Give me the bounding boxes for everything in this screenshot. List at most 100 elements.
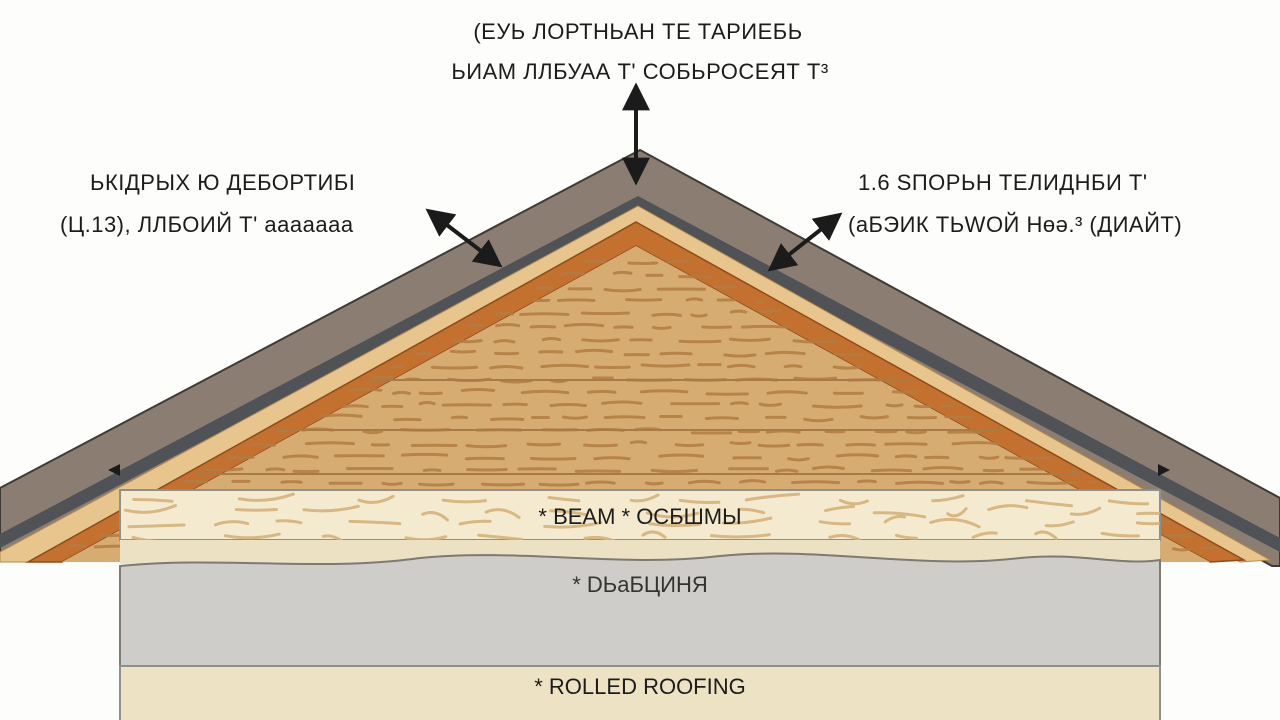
beam-grain-stroke xyxy=(275,519,303,525)
layer-decking-label: * DЬаБЦИНЯ xyxy=(572,572,708,597)
grain-stroke xyxy=(60,366,95,371)
grain-stroke xyxy=(109,391,153,396)
grain-stroke xyxy=(1111,337,1143,342)
grain-stroke xyxy=(1164,326,1204,331)
grain-stroke xyxy=(489,365,524,370)
grain-stroke xyxy=(280,480,303,484)
beam-grain-stroke xyxy=(1044,520,1075,528)
grain-stroke xyxy=(974,314,1002,318)
grain-stroke xyxy=(583,443,618,448)
grain-stroke xyxy=(758,402,783,407)
beam-grain-stroke xyxy=(818,520,852,526)
grain-stroke xyxy=(625,298,663,302)
grain-stroke xyxy=(1133,310,1181,315)
beam-grain-stroke xyxy=(213,520,250,527)
grain-stroke xyxy=(160,259,192,264)
grain-stroke xyxy=(729,337,771,342)
grain-stroke xyxy=(401,452,449,457)
grain-stroke xyxy=(580,311,630,316)
grain-stroke xyxy=(640,363,691,368)
beam-grain-stroke xyxy=(234,508,278,512)
grain-stroke xyxy=(418,391,443,396)
grain-stroke xyxy=(922,466,964,471)
grain-stroke xyxy=(727,363,756,369)
grain-stroke xyxy=(1203,313,1231,317)
beam-grain-stroke xyxy=(132,498,174,503)
grain-stroke xyxy=(1000,339,1042,344)
grain-stroke xyxy=(341,404,369,409)
grain-stroke xyxy=(811,465,845,470)
grain-stroke xyxy=(450,415,468,420)
grain-stroke xyxy=(129,338,150,343)
grain-stroke xyxy=(466,468,508,472)
grain-stroke xyxy=(110,362,130,368)
layer-decking xyxy=(119,552,1161,667)
grain-stroke xyxy=(213,259,233,264)
beam-grain-stroke xyxy=(321,534,343,540)
beam-grain-stroke xyxy=(1107,499,1150,506)
grain-stroke xyxy=(729,441,752,446)
grain-stroke xyxy=(494,351,520,356)
grain-stroke xyxy=(860,260,886,265)
grain-stroke xyxy=(832,365,863,370)
grain-stroke xyxy=(294,296,333,301)
grain-stroke xyxy=(651,312,682,317)
grain-stroke xyxy=(1028,350,1060,355)
grain-stroke xyxy=(187,273,213,278)
grain-stroke xyxy=(549,402,587,408)
grain-stroke xyxy=(905,430,927,435)
beam-grain-stroke xyxy=(484,508,521,519)
grain-stroke xyxy=(1097,365,1141,370)
grain-stroke xyxy=(1199,299,1221,304)
grain-stroke xyxy=(430,365,479,370)
beam-grain-stroke xyxy=(1136,511,1160,516)
grain-stroke xyxy=(53,258,90,262)
grain-stroke xyxy=(481,482,526,487)
grain-stroke xyxy=(1219,428,1240,434)
grain-stroke xyxy=(105,258,140,263)
layer-beam-label: * BEAM * ОСБШМЫ xyxy=(538,504,742,529)
grain-stroke xyxy=(787,457,810,462)
grain-stroke xyxy=(1100,286,1123,291)
beam-grain-stroke xyxy=(838,498,869,506)
grain-stroke xyxy=(766,390,808,395)
beam-grain-stroke xyxy=(1069,506,1102,516)
grain-stroke xyxy=(357,272,383,277)
grain-stroke xyxy=(104,310,141,315)
grain-stroke xyxy=(362,429,384,435)
beam-grain-stroke xyxy=(131,535,159,540)
grain-stroke xyxy=(460,388,496,392)
grain-stroke xyxy=(603,415,646,420)
beam-grain-stroke xyxy=(1135,521,1160,526)
grain-stroke xyxy=(659,351,693,356)
grain-stroke xyxy=(845,442,876,447)
grain-stroke xyxy=(348,387,383,392)
beam-grain-stroke xyxy=(223,532,281,540)
grain-stroke xyxy=(282,454,319,459)
grain-stroke xyxy=(1147,286,1196,291)
grain-stroke xyxy=(774,468,799,473)
grain-stroke xyxy=(951,441,1002,446)
grain-stroke xyxy=(897,261,941,267)
grain-stroke xyxy=(1063,261,1094,265)
grain-stroke xyxy=(1223,374,1240,379)
layer-rolled-roofing-label: * ROLLED ROOFING xyxy=(534,674,746,699)
grain-stroke xyxy=(305,441,355,446)
grain-stroke xyxy=(316,272,344,277)
grain-stroke xyxy=(557,298,596,302)
beam-grain-stroke xyxy=(895,533,918,540)
beam-grain-stroke xyxy=(1100,531,1140,538)
grain-stroke xyxy=(1024,310,1043,314)
grain-stroke xyxy=(1045,361,1089,366)
grain-stroke xyxy=(612,270,633,275)
grain-stroke xyxy=(723,353,757,358)
grain-stroke xyxy=(639,389,689,394)
beam-grain-stroke xyxy=(824,505,856,513)
arrow-left xyxy=(425,208,503,268)
grain-stroke xyxy=(62,271,110,276)
grain-stroke xyxy=(502,402,528,407)
grain-stroke xyxy=(1223,275,1240,279)
grain-stroke xyxy=(362,260,398,265)
grain-stroke xyxy=(1026,480,1078,485)
grain-stroke xyxy=(46,327,74,332)
